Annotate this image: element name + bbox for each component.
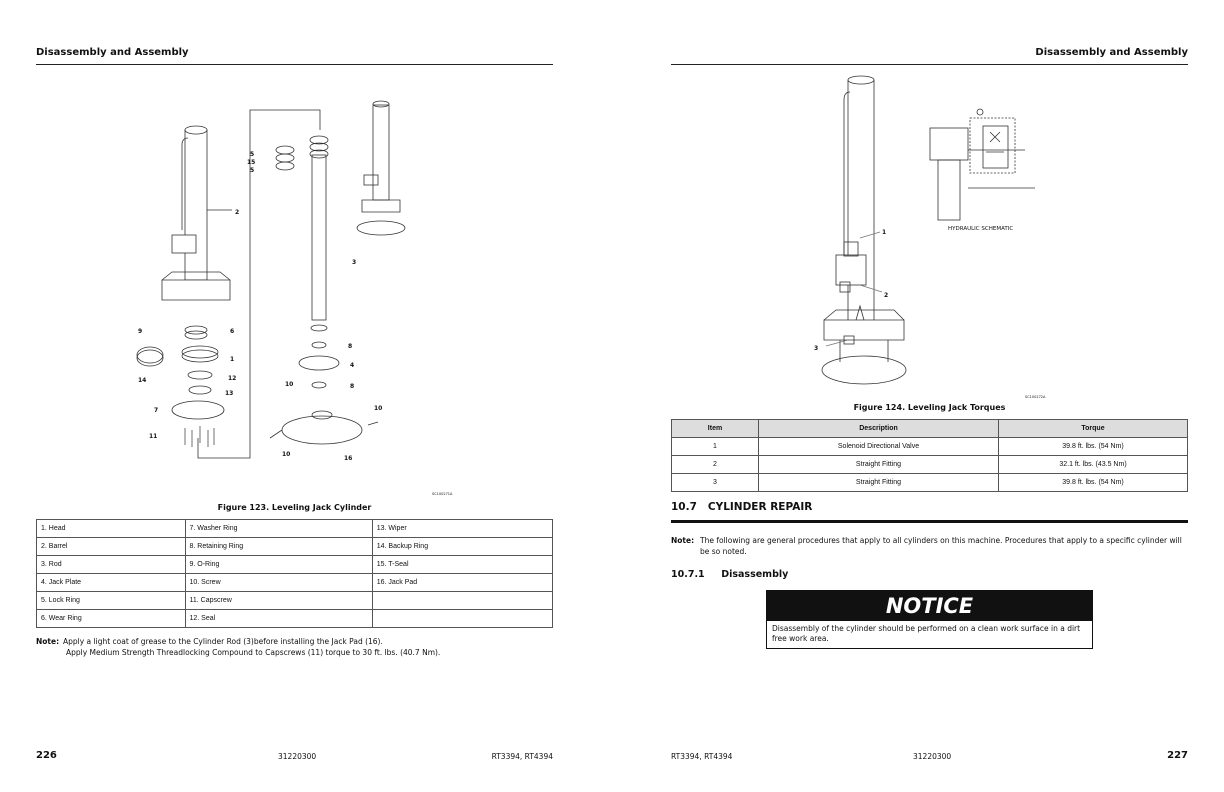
header-rule — [36, 64, 553, 65]
left-page-header: Disassembly and Assembly — [36, 47, 189, 58]
column-header-torque: Torque — [998, 419, 1188, 438]
callout-label: 1 — [882, 229, 886, 236]
callout-label: 13 — [225, 390, 233, 397]
callout-label: SC100271A — [432, 492, 453, 496]
torque-cell: 39.8 ft. lbs. (54 Nm) — [998, 437, 1188, 456]
callout-label: 9 — [138, 328, 142, 335]
item-cell: 3 — [671, 473, 759, 492]
section-heading: 10.7 CYLINDER REPAIR — [671, 501, 813, 513]
description-cell: Straight Fitting — [758, 473, 999, 492]
column-header-item: Item — [671, 419, 759, 438]
item-cell: 2 — [671, 455, 759, 474]
callout-label: 1 — [230, 356, 234, 363]
callout-label: 11 — [149, 433, 157, 440]
right-page-header: Disassembly and Assembly — [1035, 47, 1188, 58]
part-cell: 10. Screw — [184, 573, 373, 592]
callout-label: 15 — [247, 159, 255, 166]
section-rule — [671, 520, 1188, 523]
part-cell: 16. Jack Pad — [371, 573, 554, 592]
torque-cell: 32.1 ft. lbs. (43.5 Nm) — [998, 455, 1188, 474]
part-cell: 8. Retaining Ring — [184, 537, 373, 556]
page-number-right: 227 — [1167, 750, 1188, 761]
part-cell: 12. Seal — [184, 609, 373, 628]
part-cell: 5. Lock Ring — [36, 591, 186, 610]
callout-label: 10 — [374, 405, 382, 412]
part-cell — [371, 609, 554, 628]
callout-label: 3 — [814, 345, 818, 352]
callout-label: 10 — [285, 381, 293, 388]
callout-label: 14 — [138, 377, 146, 384]
callout-label: 16 — [344, 455, 352, 462]
leveling-jack-torque-diagram: 1 2 3 HYDRAULIC SCHEMATIC SC100272A — [814, 75, 1046, 399]
callout-label: 2 — [235, 209, 239, 216]
callout-label: 4 — [350, 362, 354, 369]
leveling-jack-exploded-diagram: 5 15 5 2 3 9 6 1 14 12 13 8 4 10 8 7 10 … — [136, 100, 453, 496]
callout-label: 12 — [228, 375, 236, 382]
part-cell: 15. T-Seal — [371, 555, 554, 574]
torque-cell: 39.8 ft. lbs. (54 Nm) — [998, 473, 1188, 492]
callout-label: 6 — [230, 328, 234, 335]
part-cell: 4. Jack Plate — [36, 573, 186, 592]
models-right: RT3394, RT4394 — [671, 752, 733, 761]
callout-label: 5 — [250, 151, 254, 158]
part-cell: 13. Wiper — [371, 519, 554, 538]
part-cell — [371, 591, 554, 610]
callout-label: 2 — [884, 292, 888, 299]
doc-number-left: 31220300 — [278, 752, 317, 761]
part-cell: 3. Rod — [36, 555, 186, 574]
callout-label: 10 — [282, 451, 290, 458]
doc-number-right: 31220300 — [913, 752, 952, 761]
callout-label: 8 — [350, 383, 354, 390]
page-number-left: 226 — [36, 750, 57, 761]
callout-label: HYDRAULIC SCHEMATIC — [948, 226, 1013, 232]
part-cell: 11. Capscrew — [184, 591, 373, 610]
models-left: RT3394, RT4394 — [491, 752, 553, 761]
item-cell: 1 — [671, 437, 759, 456]
notice-box: NOTICE Disassembly of the cylinder shoul… — [766, 590, 1093, 649]
part-cell: 7. Washer Ring — [184, 519, 373, 538]
notice-text: Disassembly of the cylinder should be pe… — [772, 624, 1081, 643]
callout-label: SC100272A — [1025, 395, 1046, 399]
callout-label: 8 — [348, 343, 352, 350]
figure-124-caption: Figure 124. Leveling Jack Torques — [853, 403, 1006, 412]
figure-123-caption: Figure 123. Leveling Jack Cylinder — [217, 503, 372, 512]
part-cell: 2. Barrel — [36, 537, 186, 556]
description-cell: Solenoid Directional Valve — [758, 437, 999, 456]
column-header-description: Description — [758, 419, 999, 438]
right-note: Note: The following are general procedur… — [671, 536, 1182, 556]
subsection-heading: 10.7.1 Disassembly — [671, 569, 789, 580]
part-cell: 1. Head — [36, 519, 186, 538]
part-cell: 6. Wear Ring — [36, 609, 186, 628]
part-cell: 14. Backup Ring — [371, 537, 554, 556]
callout-label: 3 — [352, 259, 356, 266]
header-rule — [671, 64, 1188, 65]
part-cell: 9. O-Ring — [184, 555, 373, 574]
description-cell: Straight Fitting — [758, 455, 999, 474]
callout-label: 5 — [250, 167, 254, 174]
notice-title: NOTICE — [767, 591, 1092, 621]
callout-label: 7 — [154, 407, 158, 414]
left-note: Note:Apply a light coat of grease to the… — [36, 637, 441, 657]
